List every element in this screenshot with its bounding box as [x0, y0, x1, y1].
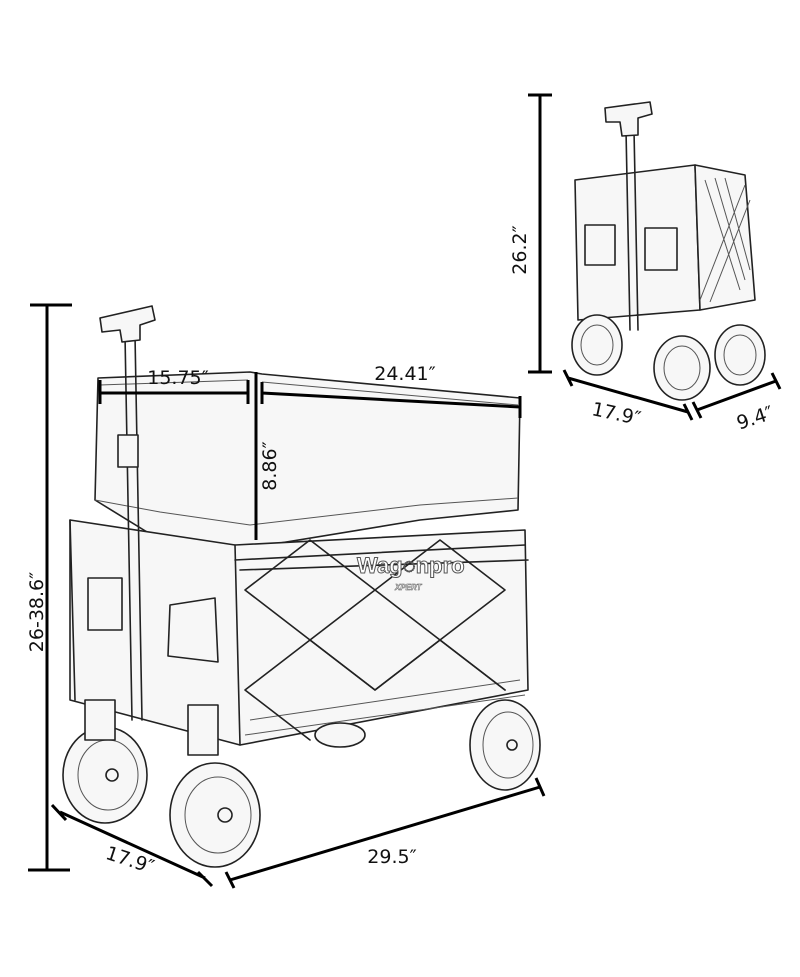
wheel-rear-left [314, 722, 366, 748]
length-label: 29.5″ [367, 846, 416, 868]
dimension-height-unfolded: 26-38.6″ [26, 303, 72, 872]
unfolded-wagon-illustration: Wag◌npro XPERT [62, 305, 541, 868]
dimension-canopy-height: 8.86″ [254, 372, 281, 540]
folded-handle [625, 129, 639, 331]
brand-logo-sub: XPERT [394, 583, 423, 592]
dimension-length-unfolded: 29.5″ [224, 777, 546, 889]
scissor-frame [244, 539, 506, 741]
folded-wheel [714, 324, 766, 386]
handle-lock [117, 434, 139, 468]
wheel-rear-right [469, 699, 541, 791]
pull-handle [124, 334, 143, 721]
dimension-canopy-length: 24.41″ [260, 363, 522, 418]
folded-height-label: 26.2″ [509, 225, 531, 274]
wheel-front-left [62, 699, 148, 824]
canopy-height-label: 8.86″ [259, 441, 281, 490]
folded-depth-label: 9.4″ [734, 402, 776, 434]
side-pocket [87, 577, 123, 631]
folded-width-label: 17.9″ [590, 398, 643, 430]
folded-wagon-illustration [571, 101, 766, 401]
wheel-front-right [169, 704, 261, 868]
canopy-width-label: 15.75″ [147, 367, 209, 389]
folded-pocket [644, 227, 678, 271]
dimension-height-folded: 26.2″ [509, 93, 552, 374]
side-pocket [167, 597, 219, 663]
canopy [94, 371, 521, 549]
folded-handle-grip [604, 101, 653, 137]
brand-logo: Wag◌npro [357, 553, 465, 578]
folded-wheel [571, 314, 623, 376]
width-label: 17.9″ [103, 842, 157, 878]
handle-grip [99, 305, 156, 343]
height-label: 26-38.6″ [26, 572, 48, 652]
folded-pocket [584, 224, 616, 266]
dimension-canopy-width: 15.75″ [98, 367, 250, 404]
folded-wheel [653, 335, 711, 401]
canopy-length-label: 24.41″ [374, 363, 436, 385]
